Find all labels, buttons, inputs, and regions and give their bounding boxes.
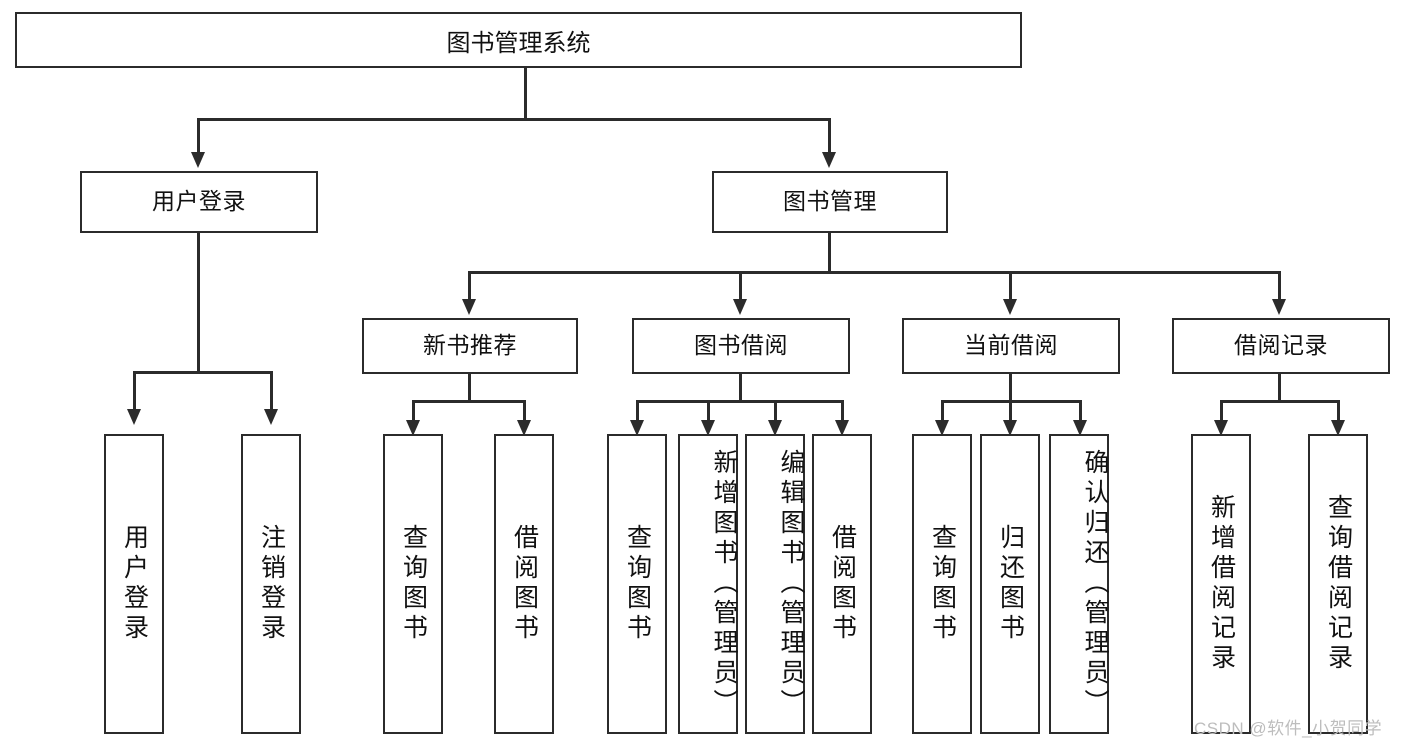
node-label: 查询图书: [928, 524, 957, 644]
leaf-bb-edit-book-admin[interactable]: 编辑图书（管理员）: [745, 434, 805, 734]
edge-book-manage-to-book-borrow: [739, 271, 742, 301]
leaf-logout[interactable]: 注销登录: [241, 434, 301, 734]
edge-root-to-user-login: [197, 118, 200, 154]
arrowhead-root-to-book-manage: [822, 152, 836, 168]
edge-book-borrow-stem: [739, 374, 742, 402]
node-label: 确认归还（管理员）: [1081, 449, 1109, 719]
arrowhead-current-borrow-to-leaf1: [935, 420, 949, 436]
leaf-cb-return-book[interactable]: 归还图书: [980, 434, 1040, 734]
edge-new-book-rec-bus: [412, 400, 525, 403]
node-label: 用户登录: [152, 188, 246, 215]
node-label: 查询图书: [623, 524, 652, 644]
node-label: 图书管理系统: [446, 29, 591, 57]
edge-borrow-record-to-leaf2: [1337, 400, 1340, 422]
edge-new-book-rec-to-leaf1: [412, 400, 415, 422]
arrowhead-book-manage-to-book-borrow: [733, 299, 747, 315]
edge-current-borrow-to-leaf3: [1079, 400, 1082, 422]
edge-book-borrow-to-leaf2: [707, 400, 710, 422]
node-label: 查询图书: [399, 524, 428, 644]
node-label: 查询借阅记录: [1324, 494, 1353, 674]
edge-current-borrow-stem: [1009, 374, 1012, 402]
edge-book-manage-to-new-book-rec: [468, 271, 471, 301]
leaf-cb-query-book[interactable]: 查询图书: [912, 434, 972, 734]
edge-book-borrow-to-leaf3: [774, 400, 777, 422]
arrowhead-user-login-to-leaf2: [264, 409, 278, 425]
node-label: 新增借阅记录: [1207, 494, 1236, 674]
arrowhead-book-borrow-to-leaf3: [768, 420, 782, 436]
edge-root-bus: [198, 118, 830, 121]
node-label: 新增图书（管理员）: [710, 449, 738, 719]
node-label: 归还图书: [996, 524, 1025, 644]
edge-book-borrow-bus: [636, 400, 843, 403]
edge-borrow-record-to-leaf1: [1220, 400, 1223, 422]
node-label: 用户登录: [120, 524, 149, 644]
arrowhead-book-manage-to-current-borrow: [1003, 299, 1017, 315]
arrowhead-book-borrow-to-leaf1: [630, 420, 644, 436]
node-label: 图书借阅: [694, 332, 788, 359]
node-book-borrowing[interactable]: 图书借阅: [632, 318, 850, 374]
leaf-user-login[interactable]: 用户登录: [104, 434, 164, 734]
edge-book-borrow-to-leaf4: [841, 400, 844, 422]
arrowhead-book-borrow-to-leaf4: [835, 420, 849, 436]
node-label: 注销登录: [257, 524, 286, 644]
edge-book-manage-bus: [468, 271, 1280, 274]
leaf-br-add-record[interactable]: 新增借阅记录: [1191, 434, 1251, 734]
node-label: 借阅记录: [1234, 332, 1328, 359]
edge-current-borrow-to-leaf2: [1009, 400, 1012, 422]
leaf-bb-borrow-book[interactable]: 借阅图书: [812, 434, 872, 734]
edge-user-login-to-leaf2: [270, 371, 273, 411]
edge-root-to-book-manage: [828, 118, 831, 154]
arrowhead-root-to-user-login: [191, 152, 205, 168]
node-user-login[interactable]: 用户登录: [80, 171, 318, 233]
edge-user-login-stem: [197, 233, 200, 373]
node-label: 编辑图书（管理员）: [777, 449, 805, 719]
edge-book-borrow-to-leaf1: [636, 400, 639, 422]
arrowhead-current-borrow-to-leaf2: [1003, 420, 1017, 436]
edge-book-manage-to-borrow-record: [1278, 271, 1281, 301]
edge-user-login-bus: [133, 371, 272, 374]
arrowhead-book-manage-to-borrow-record: [1272, 299, 1286, 315]
node-label: 当前借阅: [964, 332, 1058, 359]
edge-borrow-record-bus: [1220, 400, 1339, 403]
edge-user-login-to-leaf1: [133, 371, 136, 411]
arrowhead-book-borrow-to-leaf2: [701, 420, 715, 436]
arrowhead-new-book-rec-to-leaf2: [517, 420, 531, 436]
leaf-bb-query-book[interactable]: 查询图书: [607, 434, 667, 734]
edge-borrow-record-stem: [1278, 374, 1281, 402]
edge-current-borrow-to-leaf1: [941, 400, 944, 422]
edge-new-book-rec-stem: [468, 374, 471, 402]
edge-new-book-rec-to-leaf2: [523, 400, 526, 422]
node-label: 借阅图书: [828, 524, 857, 644]
arrowhead-borrow-record-to-leaf1: [1214, 420, 1228, 436]
arrowhead-current-borrow-to-leaf3: [1073, 420, 1087, 436]
leaf-bb-add-book-admin[interactable]: 新增图书（管理员）: [678, 434, 738, 734]
edge-book-manage-to-current-borrow: [1009, 271, 1012, 301]
node-label: 借阅图书: [510, 524, 539, 644]
node-label: 新书推荐: [423, 332, 517, 359]
edge-book-manage-stem: [828, 233, 831, 273]
leaf-br-query-record[interactable]: 查询借阅记录: [1308, 434, 1368, 734]
arrowhead-new-book-rec-to-leaf1: [406, 420, 420, 436]
node-borrowing-record[interactable]: 借阅记录: [1172, 318, 1390, 374]
leaf-nbr-borrow-book[interactable]: 借阅图书: [494, 434, 554, 734]
node-book-management[interactable]: 图书管理: [712, 171, 948, 233]
arrowhead-user-login-to-leaf1: [127, 409, 141, 425]
node-root-system[interactable]: 图书管理系统: [15, 12, 1022, 68]
arrowhead-borrow-record-to-leaf2: [1331, 420, 1345, 436]
leaf-nbr-query-book[interactable]: 查询图书: [383, 434, 443, 734]
leaf-cb-confirm-return-admin[interactable]: 确认归还（管理员）: [1049, 434, 1109, 734]
node-label: 图书管理: [783, 188, 877, 215]
arrowhead-book-manage-to-new-book-rec: [462, 299, 476, 315]
watermark-csdn: CSDN @软件_小贺同学: [1194, 719, 1383, 738]
edge-root-stem: [524, 68, 527, 120]
node-current-borrowing[interactable]: 当前借阅: [902, 318, 1120, 374]
node-new-book-recommendation[interactable]: 新书推荐: [362, 318, 578, 374]
